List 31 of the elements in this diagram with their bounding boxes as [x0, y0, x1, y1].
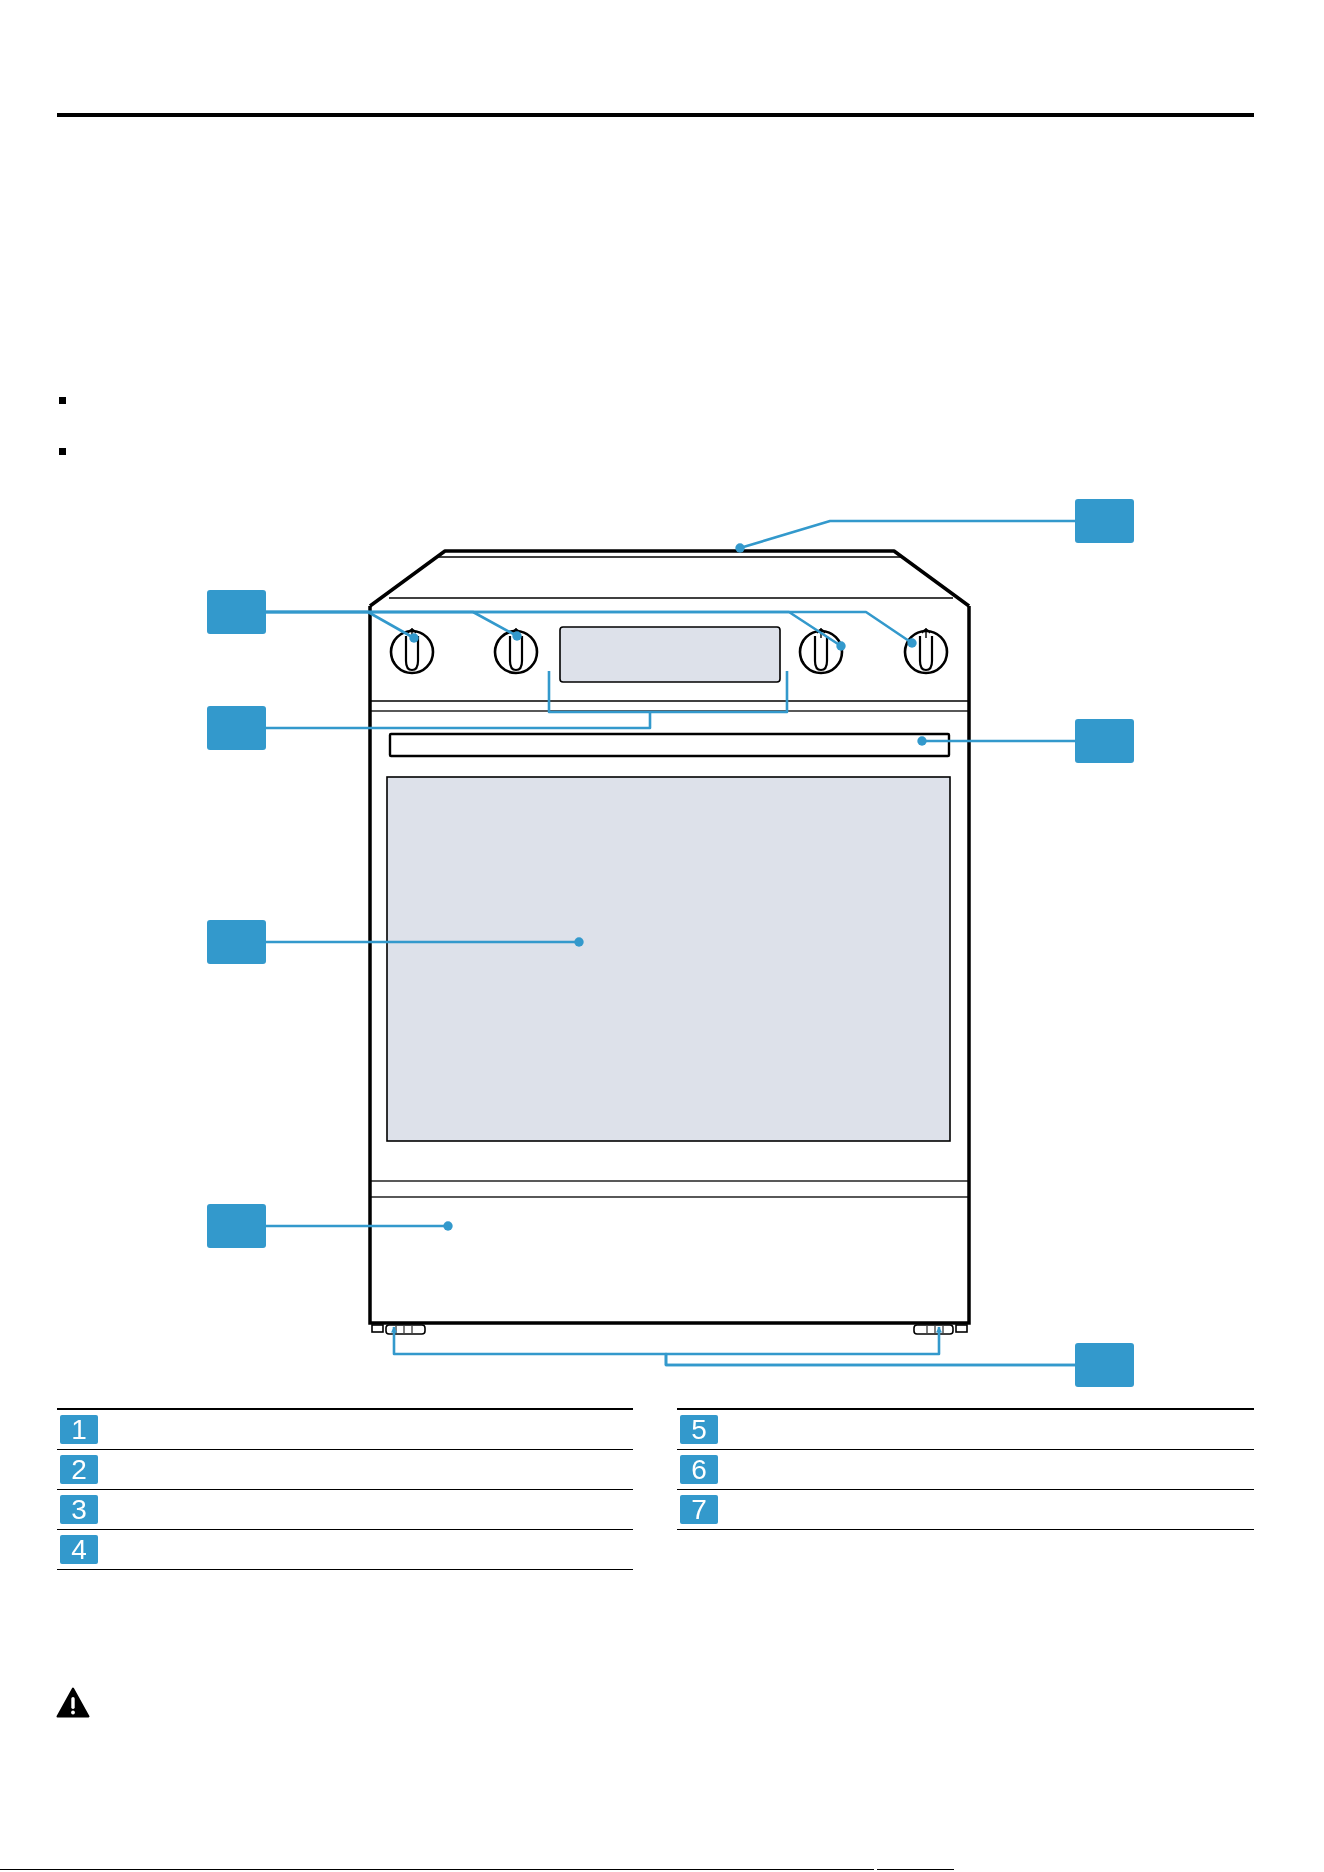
leader-line	[266, 937, 584, 947]
control-knob	[389, 627, 435, 675]
callout-box	[207, 590, 266, 634]
control-knob	[493, 627, 539, 675]
callout-box	[207, 920, 266, 964]
display-panel	[559, 626, 781, 683]
cooktop	[368, 549, 971, 608]
control-knob	[798, 627, 844, 675]
leader-line	[735, 519, 1075, 553]
callout-box	[1075, 1343, 1134, 1387]
adjustable-foot	[913, 1324, 968, 1335]
callout-number: 2	[60, 1455, 98, 1484]
adjustable-foot	[371, 1324, 426, 1335]
callout-number: 5	[680, 1415, 718, 1444]
callout-number: 6	[680, 1455, 718, 1484]
callout-box	[1075, 499, 1134, 543]
callout-box	[207, 1204, 266, 1248]
callout-number: 1	[60, 1415, 98, 1444]
callout-number: 4	[60, 1535, 98, 1564]
callout-number: 3	[60, 1495, 98, 1524]
leader-line	[266, 610, 917, 648]
control-knob	[903, 627, 949, 675]
callout-number: 7	[680, 1495, 718, 1524]
leader-line	[917, 736, 1075, 746]
leader-line	[266, 1221, 453, 1231]
leader-line	[264, 669, 789, 730]
callout-box	[207, 706, 266, 750]
door-handle	[388, 732, 951, 758]
leader-line	[664, 1326, 1075, 1367]
callout-box	[1075, 719, 1134, 763]
oven-window	[386, 776, 951, 1142]
